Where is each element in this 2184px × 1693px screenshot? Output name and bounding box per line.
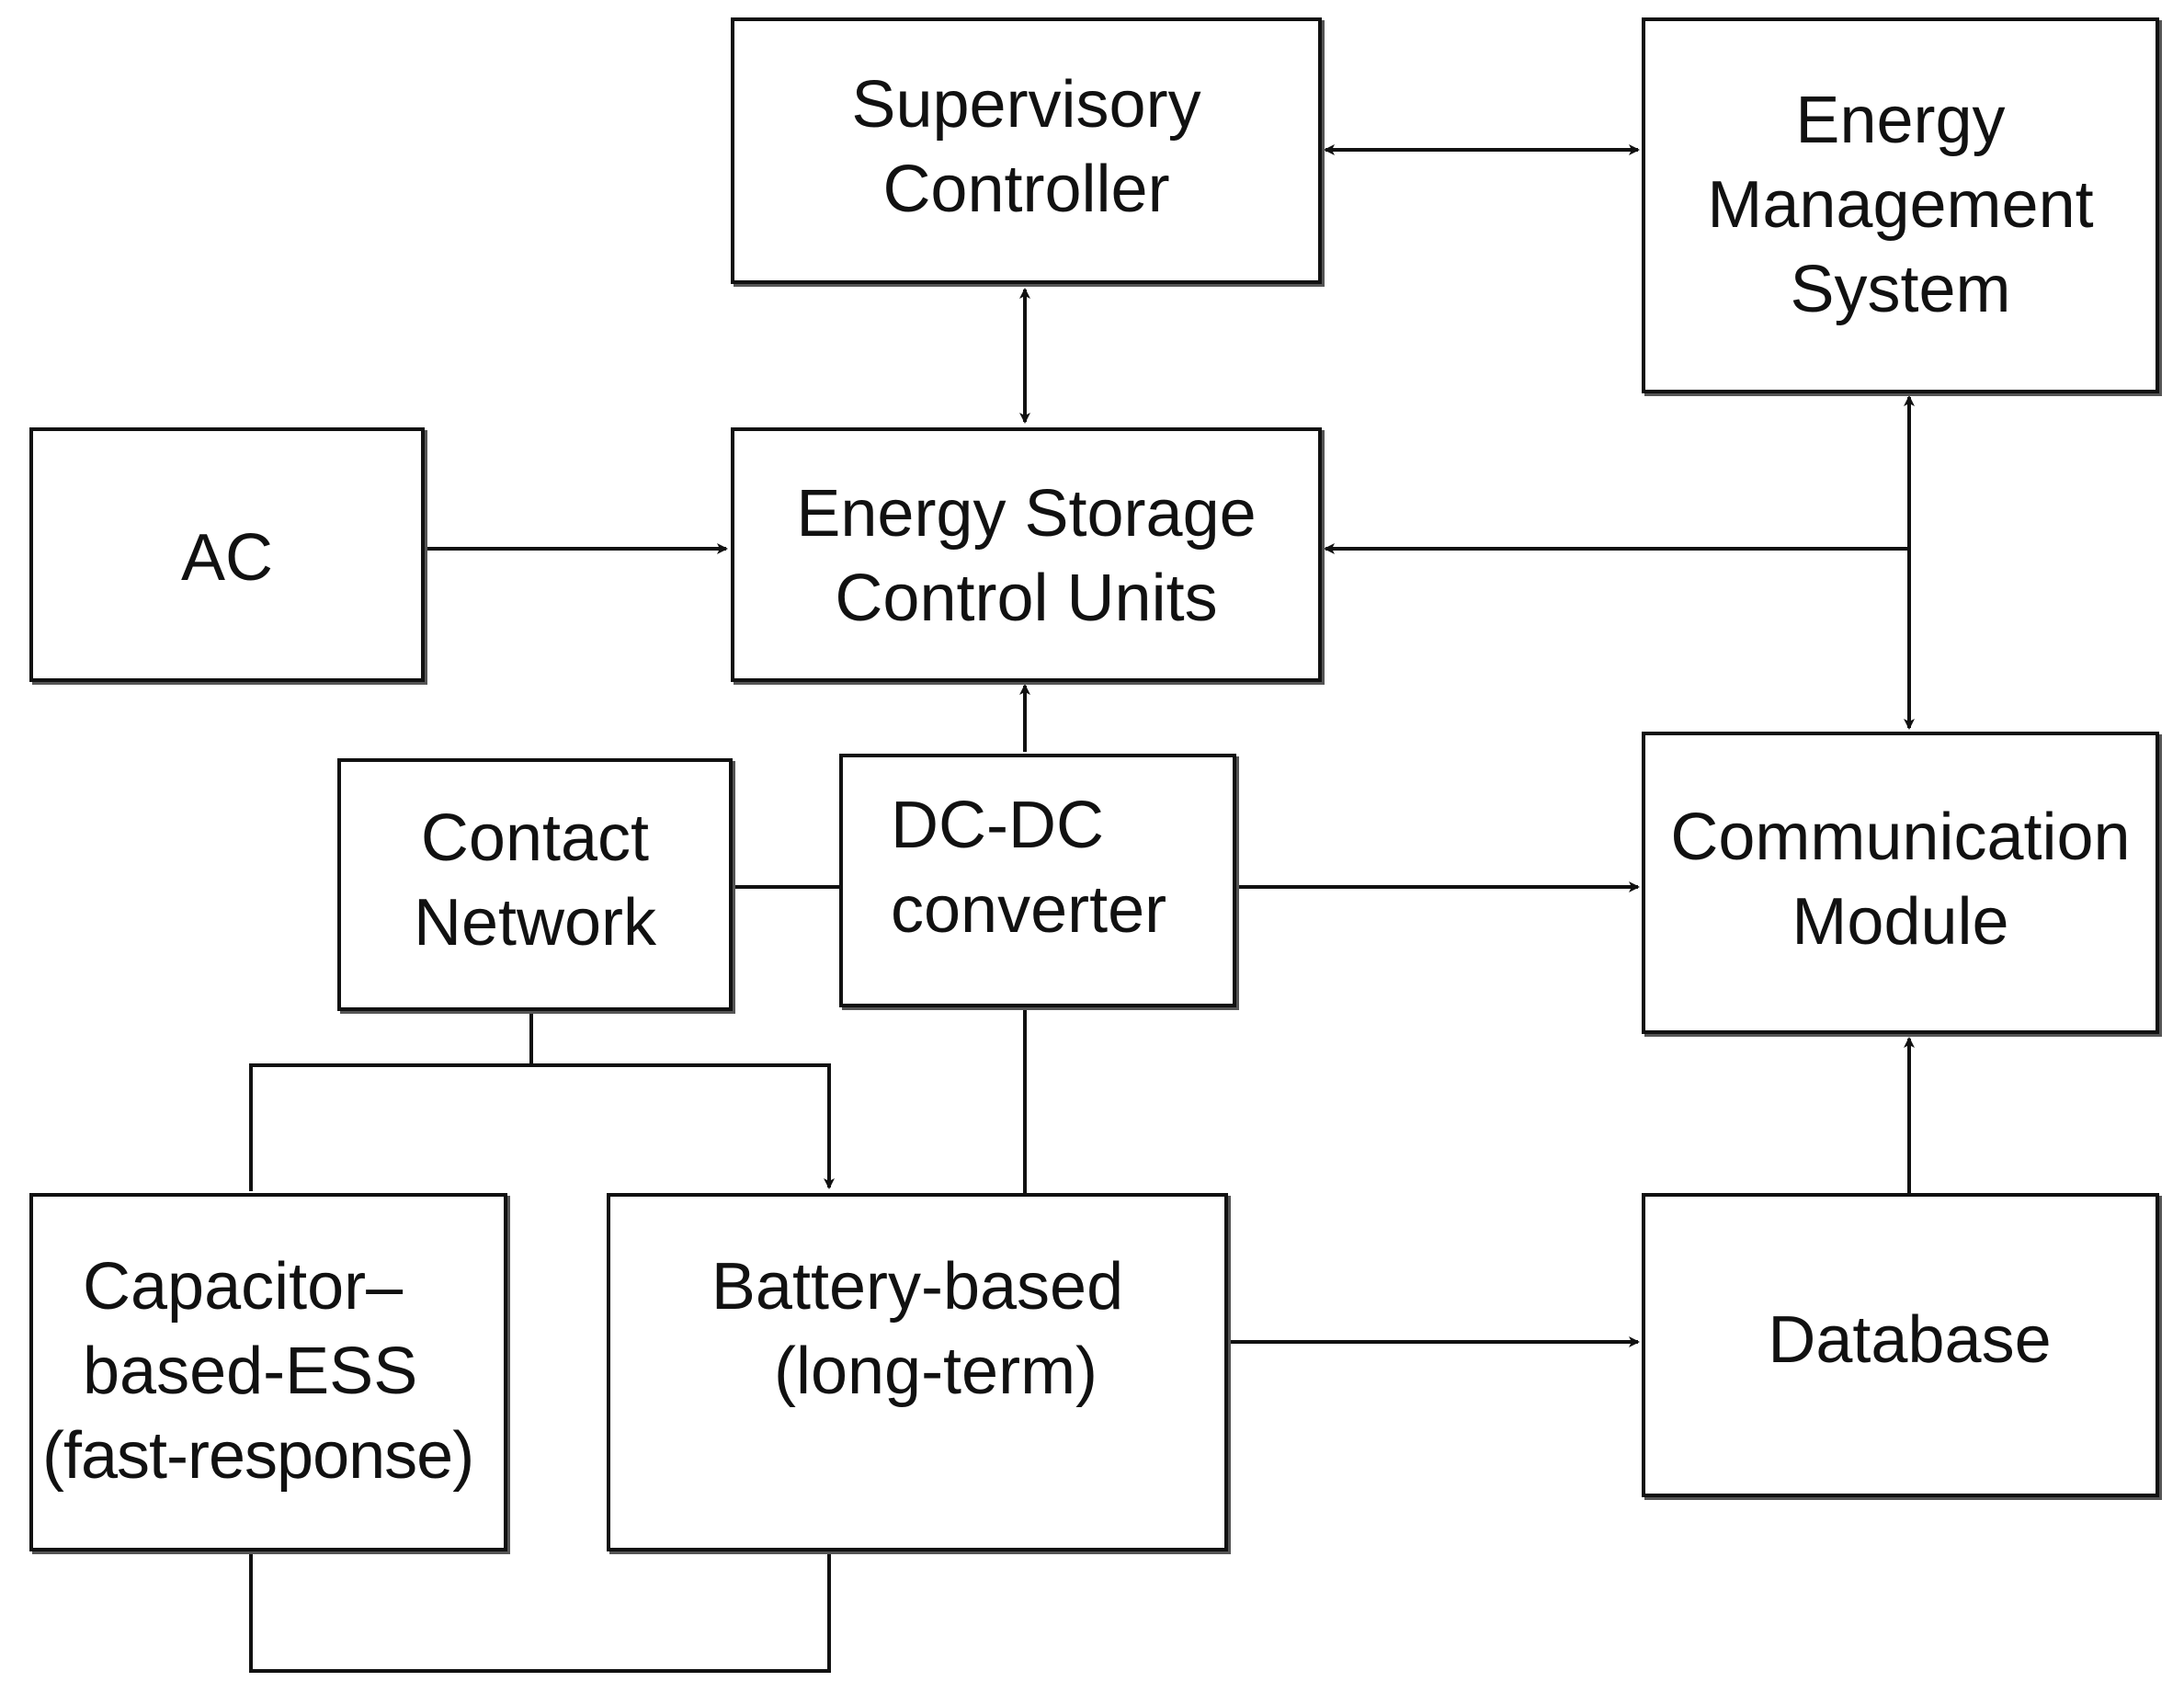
label-line: Energy Storage	[796, 477, 1257, 551]
label-line: Network	[413, 886, 657, 960]
label-line: Module	[1792, 885, 2009, 959]
supervisory-controller-box: Supervisory Controller	[731, 17, 1322, 284]
label-line: (long-term)	[773, 1335, 1098, 1408]
energy-management-system-box: Energy Management System	[1642, 17, 2159, 393]
communication-module-label: Communication Module	[1638, 795, 2163, 964]
label-line: Contact	[420, 801, 650, 875]
ac-label: AC	[33, 516, 421, 600]
edge-contact-battery	[531, 1063, 835, 1189]
contact-network-label: Contact Network	[341, 796, 729, 965]
supervisory-controller-label: Supervisory Controller	[734, 62, 1318, 232]
label-line: System	[1790, 253, 2011, 326]
edge-capacitor-battery	[249, 1551, 831, 1673]
label-line: Controller	[882, 153, 1170, 226]
database-label: Database	[1664, 1298, 2156, 1382]
label-line: (fast-response)	[42, 1419, 474, 1493]
label-line: DC-DC	[891, 789, 1104, 862]
dc-dc-converter-box: DC-DC converter	[839, 754, 1236, 1007]
database-box: Database	[1642, 1193, 2159, 1497]
ac-box: AC	[29, 427, 425, 682]
energy-storage-control-units-box: Energy Storage Control Units	[731, 427, 1322, 682]
dc-dc-converter-label: DC-DC converter	[891, 783, 1166, 952]
energy-management-system-label: Energy Management System	[1645, 78, 2156, 332]
label-line: Energy	[1795, 84, 2006, 157]
battery-based-label: Battery-based (long-term)	[610, 1244, 1224, 1414]
label-line: Database	[1768, 1303, 2052, 1377]
contact-network-box: Contact Network	[337, 758, 733, 1011]
label-line: Battery-based	[711, 1250, 1124, 1324]
label-line: based-ESS	[83, 1335, 418, 1408]
label-line: Control Units	[835, 562, 1218, 635]
label-line: Communication	[1670, 801, 2131, 874]
label-line: Capacitor–	[83, 1250, 404, 1324]
energy-storage-control-units-label: Energy Storage Control Units	[734, 472, 1318, 641]
label-line: AC	[180, 521, 274, 595]
label-line: Management	[1707, 168, 2094, 242]
battery-based-box: Battery-based (long-term)	[607, 1193, 1228, 1551]
edge-contact-capacitor	[249, 1014, 533, 1191]
label-line: Supervisory	[851, 68, 1201, 142]
label-line: converter	[891, 873, 1167, 947]
capacitor-based-ess-label: Capacitor– based-ESS (fast-response)	[42, 1244, 474, 1498]
communication-module-box: Communication Module	[1642, 732, 2159, 1034]
capacitor-based-ess-box: Capacitor– based-ESS (fast-response)	[29, 1193, 507, 1551]
